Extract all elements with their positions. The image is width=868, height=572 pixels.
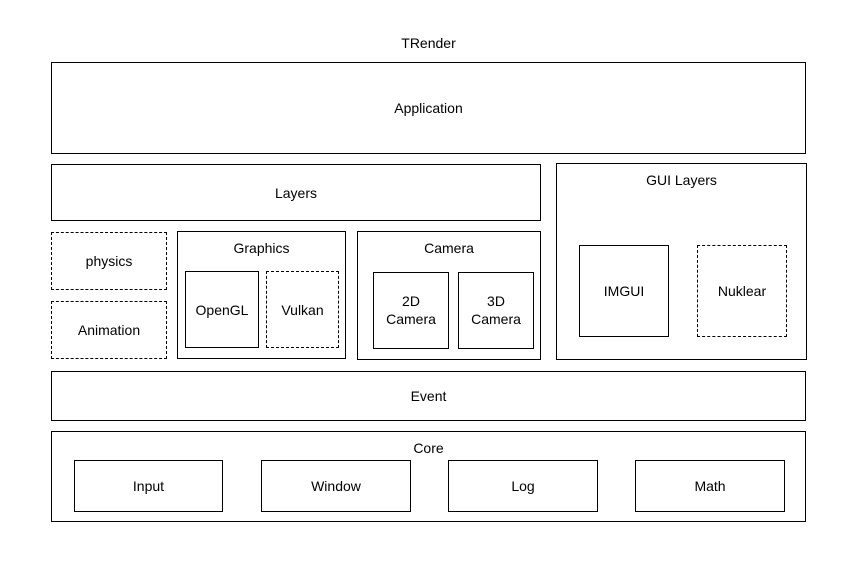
node-application-label: Application bbox=[394, 100, 463, 116]
node-2d-camera: 2D Camera bbox=[373, 272, 449, 349]
node-nuklear: Nuklear bbox=[697, 245, 787, 337]
node-physics-label: physics bbox=[85, 253, 133, 269]
node-animation-label: Animation bbox=[77, 322, 141, 338]
node-graphics-label: Graphics bbox=[233, 240, 290, 256]
node-camera: Camera 2D Camera 3D Camera bbox=[357, 231, 541, 360]
diagram-title: TRender bbox=[401, 35, 456, 51]
node-3d-camera: 3D Camera bbox=[458, 272, 534, 349]
node-2d-camera-label: 2D Camera bbox=[386, 293, 436, 327]
node-input-label: Input bbox=[132, 478, 165, 494]
node-opengl: OpenGL bbox=[185, 271, 259, 348]
node-3d-camera-label: 3D Camera bbox=[471, 293, 521, 327]
node-window: Window bbox=[261, 460, 411, 512]
node-log: Log bbox=[448, 460, 598, 512]
node-log-label: Log bbox=[511, 478, 535, 494]
node-nuklear-label: Nuklear bbox=[717, 283, 767, 299]
node-gui-layers-label: GUI Layers bbox=[646, 172, 717, 188]
node-application: Application bbox=[51, 62, 806, 154]
node-vulkan: Vulkan bbox=[266, 271, 339, 348]
node-layers-label: Layers bbox=[274, 184, 318, 201]
node-layers: Layers bbox=[51, 164, 541, 221]
node-vulkan-label: Vulkan bbox=[281, 301, 324, 318]
node-input: Input bbox=[74, 460, 223, 512]
node-imgui: IMGUI bbox=[579, 245, 669, 337]
node-opengl-label: OpenGL bbox=[195, 301, 249, 318]
node-animation: Animation bbox=[51, 301, 167, 359]
node-math: Math bbox=[635, 460, 785, 512]
node-event: Event bbox=[51, 371, 806, 421]
node-core-label: Core bbox=[413, 440, 444, 456]
node-event-label: Event bbox=[410, 388, 447, 404]
node-physics: physics bbox=[51, 232, 167, 290]
node-window-label: Window bbox=[311, 478, 361, 494]
node-graphics: Graphics OpenGL Vulkan bbox=[177, 231, 346, 359]
node-gui-layers: GUI Layers IMGUI Nuklear bbox=[556, 163, 807, 360]
node-math-label: Math bbox=[694, 478, 726, 494]
node-imgui-label: IMGUI bbox=[603, 283, 645, 299]
node-core: Core Input Window Log Math bbox=[51, 431, 806, 522]
node-camera-label: Camera bbox=[424, 240, 474, 256]
